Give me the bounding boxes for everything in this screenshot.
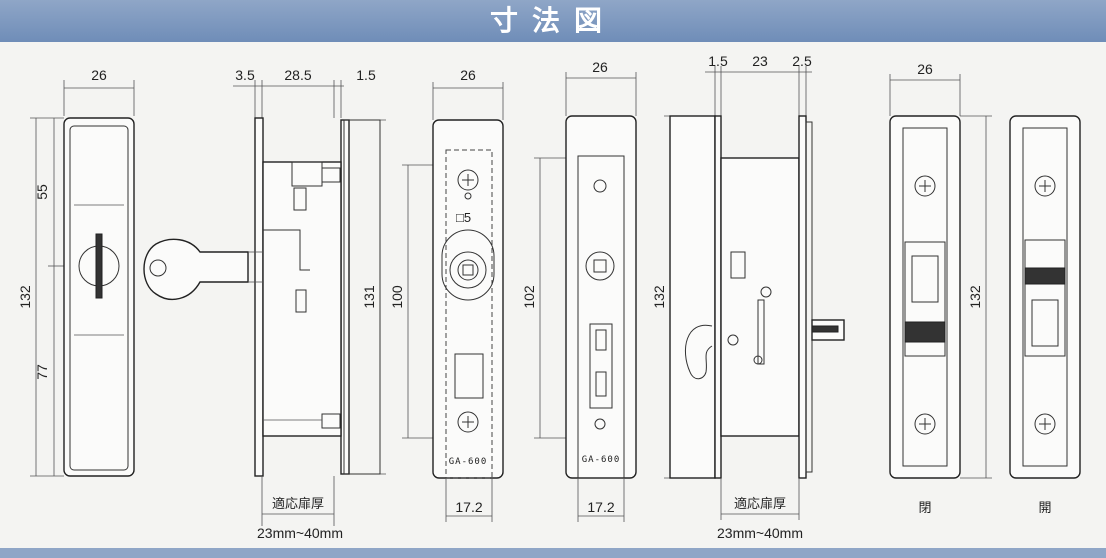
view-back-plate: 26 102 GA-600 17.2 xyxy=(521,59,637,522)
dim-height: 132 xyxy=(967,285,983,309)
dim-lower: 77 xyxy=(34,364,50,380)
dim-width: 26 xyxy=(592,59,608,75)
view-side-latch: 1.5 23 2.5 132 適応扉厚 23mm~40mm xyxy=(651,53,845,541)
door-thickness-label: 適応扉厚 xyxy=(272,496,324,511)
dim-a: 3.5 xyxy=(235,67,255,83)
dim-c: 2.5 xyxy=(792,53,812,69)
door-thickness-range: 23mm~40mm xyxy=(257,525,343,541)
view-indicator: 26 132 閉 開 xyxy=(889,61,1081,515)
dim-height: 132 xyxy=(651,285,667,309)
header-bar xyxy=(0,0,1106,42)
dim-b: 28.5 xyxy=(284,67,311,83)
dim-width: 26 xyxy=(91,67,107,83)
page-title: 寸法図 xyxy=(489,4,616,37)
indicator-open: 開 xyxy=(1009,115,1081,515)
dim-height: 131 xyxy=(361,285,377,309)
door-thickness-range: 23mm~40mm xyxy=(717,525,803,541)
dim-height: 102 xyxy=(521,285,537,309)
dim-bottom-width: 17.2 xyxy=(587,499,614,515)
view-side-keyed: 3.5 28.5 1.5 131 適応扉厚 23mm~40mm xyxy=(233,67,386,541)
dim-height: 100 xyxy=(389,285,405,309)
dim-a: 1.5 xyxy=(708,53,728,69)
label-closed: 閉 xyxy=(918,500,931,515)
dim-c: 1.5 xyxy=(356,67,376,83)
model-label: GA-600 xyxy=(449,457,488,467)
dim-upper: 55 xyxy=(34,184,50,200)
dim-b: 23 xyxy=(752,53,768,69)
model-label: GA-600 xyxy=(582,455,621,465)
key-icon xyxy=(143,238,249,301)
dim-width: 26 xyxy=(917,61,933,77)
square-label: □5 xyxy=(456,210,471,225)
dim-width: 26 xyxy=(460,67,476,83)
label-open: 開 xyxy=(1038,500,1051,515)
dim-bottom-width: 17.2 xyxy=(455,499,482,515)
view-front-handle: 26 132 55 77 xyxy=(17,67,135,477)
dim-height-total: 132 xyxy=(17,285,33,309)
door-thickness-label: 適応扉厚 xyxy=(734,496,786,511)
indicator-closed: 閉 xyxy=(889,115,961,515)
view-cylinder-plate: 26 100 □5 GA-600 17.2 xyxy=(389,67,504,522)
footer-bar xyxy=(0,548,1106,558)
